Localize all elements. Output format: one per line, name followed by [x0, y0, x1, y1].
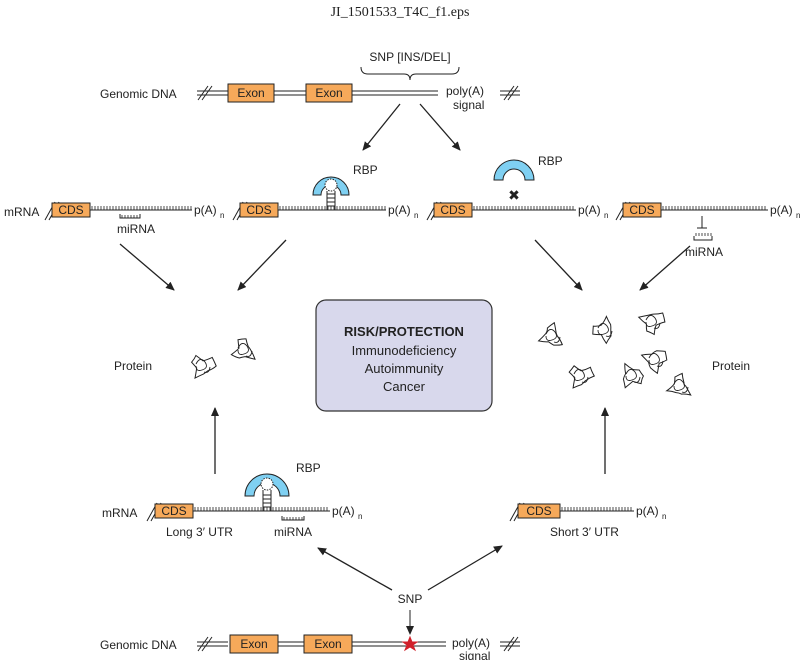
long-utr-label: Long 3′ UTR	[166, 525, 233, 539]
mrna-transcript-1: CDS p(A) n miRNA	[45, 202, 224, 236]
arrow	[640, 246, 690, 290]
polya-signal-line1: poly(A)	[452, 636, 490, 650]
mrna-transcript-2: CDS RBP p(A) n	[233, 163, 418, 220]
protein-label-left: Protein	[114, 359, 152, 373]
exon-label: Exon	[237, 86, 264, 100]
polya-signal-line2: signal	[459, 649, 490, 660]
rbp-label: RBP	[353, 163, 378, 177]
protein-blob-icon	[192, 356, 217, 379]
polya-subscript: n	[662, 512, 666, 521]
polya-tail: p(A)	[388, 203, 411, 217]
top-genomic-dna: Genomic DNA Exon Exon poly(A) signal SNP…	[100, 50, 520, 112]
polya-subscript: n	[414, 211, 418, 220]
protein-blob-icon	[569, 366, 594, 388]
cds-label: CDS	[246, 203, 271, 217]
mirna-label: miRNA	[117, 222, 155, 236]
protein-blob-icon	[642, 351, 667, 374]
mirna-label: miRNA	[274, 525, 312, 539]
arrow	[428, 546, 502, 590]
protein-blob-icon	[539, 323, 563, 345]
mrna-transcript-3: CDS ✖ RBP p(A) n	[427, 154, 608, 220]
exon-label: Exon	[314, 637, 341, 651]
mirna-label: miRNA	[685, 245, 723, 259]
protein-label-right: Protein	[712, 359, 750, 373]
mrna-label: mRNA	[102, 506, 137, 520]
arrow	[535, 240, 582, 290]
polya-tail: p(A)	[332, 504, 355, 518]
polya-tail: p(A)	[636, 504, 659, 518]
cds-label: CDS	[161, 504, 186, 518]
risk-protection-box: RISK/PROTECTION Immunodeficiency Autoimm…	[316, 300, 492, 411]
immunodeficiency-label: Immunodeficiency	[352, 343, 457, 358]
exon-label: Exon	[315, 86, 342, 100]
snp-insdel-label: SNP [INS/DEL]	[369, 50, 450, 64]
exon-label: Exon	[240, 637, 267, 651]
arrow	[318, 548, 392, 590]
rbp-label: RBP	[296, 461, 321, 475]
genomic-dna-label: Genomic DNA	[100, 638, 177, 652]
polya-subscript: n	[220, 211, 224, 220]
protein-blob-icon	[667, 373, 691, 395]
autoimmunity-label: Autoimmunity	[365, 361, 444, 376]
polya-subscript: n	[796, 211, 800, 220]
short-utr-mrna: CDS Short 3′ UTR p(A) n	[510, 503, 666, 539]
snp-star-icon	[403, 637, 417, 650]
protein-blob-icon	[593, 316, 612, 343]
cds-label: CDS	[526, 504, 551, 518]
snp-label: SNP	[398, 592, 423, 606]
protein-blob-icon	[623, 364, 643, 388]
polya-tail: p(A)	[770, 203, 793, 217]
file-title: JI_1501533_T4C_f1.eps	[331, 5, 470, 20]
snp-bracket	[361, 67, 459, 80]
polya-signal-line1: poly(A)	[446, 84, 484, 98]
polya-subscript: n	[604, 211, 608, 220]
bottom-genomic-dna: Genomic DNA Exon Exon poly(A) signal	[100, 635, 520, 660]
cds-label: CDS	[440, 203, 465, 217]
mirna-strand	[694, 236, 712, 240]
polya-tail: p(A)	[194, 203, 217, 217]
protein-blob-icon	[639, 313, 665, 334]
arrow	[238, 240, 286, 290]
cds-label: CDS	[58, 203, 83, 217]
arrow	[363, 104, 400, 150]
rbp-label: RBP	[538, 154, 563, 168]
polya-signal-line2: signal	[453, 98, 484, 112]
long-utr-mrna: mRNA CDS RBP miRNA Long 3′ UTR p(A) n	[102, 461, 362, 539]
short-utr-label: Short 3′ UTR	[550, 525, 619, 539]
hairpin-loop	[325, 179, 337, 191]
cds-label: CDS	[629, 203, 654, 217]
protein-blob-icon	[231, 339, 255, 359]
mrna-row: mRNA CDS p(A) n miRNA CDS	[4, 154, 800, 259]
genomic-dna-label: Genomic DNA	[100, 87, 177, 101]
rbp-protein	[494, 160, 534, 180]
mrna-transcript-4: CDS miRNA p(A) n	[616, 202, 800, 259]
polya-subscript: n	[358, 512, 362, 521]
hairpin-loop	[261, 478, 273, 490]
arrow	[120, 244, 174, 290]
polya-tail: p(A)	[578, 203, 601, 217]
cancer-label: Cancer	[383, 379, 426, 394]
mrna-label: mRNA	[4, 205, 39, 219]
risk-protection-title: RISK/PROTECTION	[344, 324, 464, 339]
x-mark-icon: ✖	[508, 187, 520, 203]
